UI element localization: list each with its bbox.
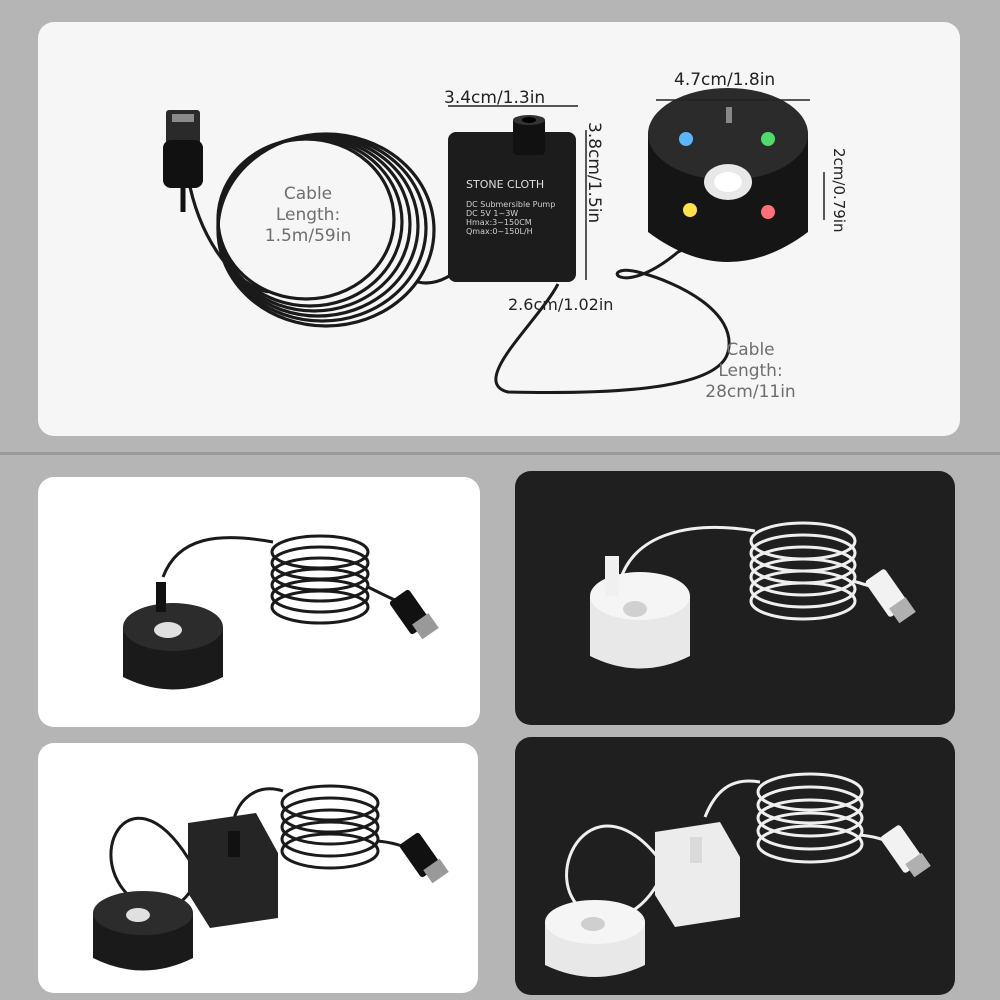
led-light xyxy=(761,132,775,146)
dimension-arrows xyxy=(448,99,825,280)
main-dimension-panel: STONE CLOTH DC Submersible Pump DC 5V 1~… xyxy=(38,22,960,436)
cable-label-line: Cable xyxy=(726,340,775,360)
pump-spec-line: Hmax:3~150CM xyxy=(466,218,532,227)
white-pump-illustration xyxy=(545,772,931,977)
base-height-label: 2cm/0.79in xyxy=(830,148,848,233)
base-diameter-label: 4.7cm/1.8in xyxy=(674,70,776,90)
led-lights xyxy=(679,132,775,219)
photo-white-base-cable xyxy=(515,471,955,725)
cable-label-line: Length: xyxy=(275,205,341,225)
short-cable-label: Cable Length: 28cm/11in xyxy=(688,340,813,403)
pump-width-label: 3.4cm/1.3in xyxy=(444,88,546,108)
pump-spec-line: Qmax:0~150L/H xyxy=(466,227,533,236)
pump-brand-label: STONE CLOTH xyxy=(466,178,545,191)
long-cable-label: Cable Length: 1.5m/59in xyxy=(258,184,358,247)
led-light xyxy=(683,203,697,217)
cable-label-line: Length: xyxy=(718,361,783,381)
pump-spec-line: DC Submersible Pump xyxy=(466,200,556,209)
led-light xyxy=(761,205,775,219)
panel-divider xyxy=(0,452,1000,455)
cable-label-line: Cable xyxy=(283,184,333,204)
usb-plug xyxy=(163,110,203,212)
pump-spec-line: DC 5V 1~3W xyxy=(466,209,519,218)
led-light xyxy=(679,132,693,146)
photo-black-base-cable xyxy=(38,477,480,727)
pump-height-label: 3.8cm/1.5in xyxy=(584,122,604,224)
short-cable xyxy=(494,220,739,394)
pump-depth-label: 2.6cm/1.02in xyxy=(508,295,614,314)
photo-black-pump-set xyxy=(38,743,478,993)
long-cable-coil xyxy=(186,132,470,328)
cable-label-line: 1.5m/59in xyxy=(264,226,352,246)
led-base xyxy=(648,88,808,262)
black-pump-illustration xyxy=(93,784,449,971)
cable-label-line: 28cm/11in xyxy=(705,382,796,402)
white-base-illustration xyxy=(590,521,916,669)
product-illustration xyxy=(163,88,825,394)
pump-body xyxy=(448,115,576,282)
photo-white-pump-set xyxy=(515,737,955,995)
black-base-illustration xyxy=(123,534,439,690)
